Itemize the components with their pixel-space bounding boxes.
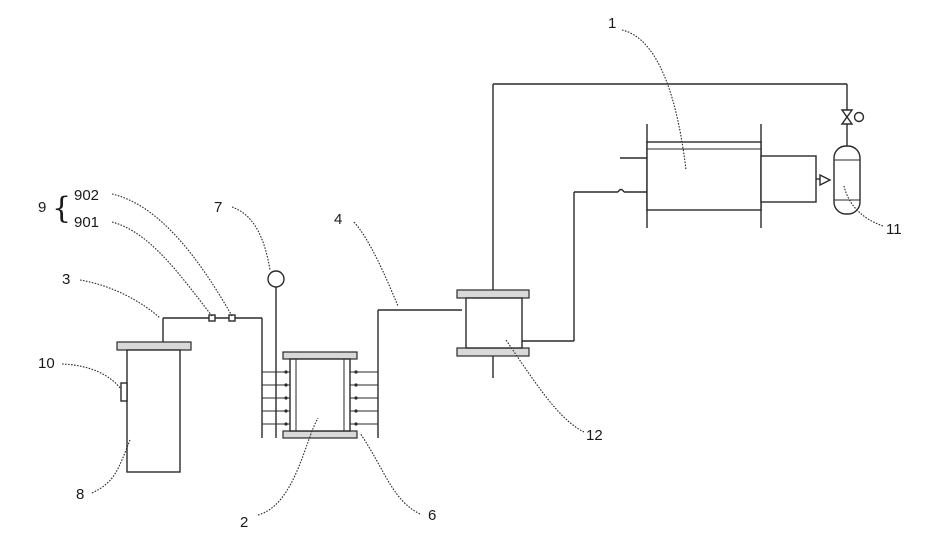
label-12: 12 <box>586 427 603 444</box>
leader-8 <box>92 440 130 493</box>
tank-8-body <box>127 350 180 472</box>
tank-8-lid <box>117 342 191 350</box>
label-11: 11 <box>886 221 902 238</box>
label-3: 3 <box>62 271 70 288</box>
unit-1-extension <box>761 156 816 202</box>
leader-7 <box>232 207 270 270</box>
label-9: 9 <box>38 199 46 216</box>
label-1: 1 <box>608 15 616 32</box>
unit-1-body <box>647 142 761 210</box>
label-4: 4 <box>334 211 342 228</box>
label-6: 6 <box>428 507 436 524</box>
brace-9: { <box>52 191 71 226</box>
unit-12-body <box>466 298 522 348</box>
label-7: 7 <box>214 199 222 216</box>
leader-4 <box>354 222 398 306</box>
unit-1 <box>620 124 820 228</box>
vessel-2-top-flange <box>283 352 357 359</box>
tank-8 <box>117 342 191 472</box>
label-10: 10 <box>38 355 55 372</box>
vessel-2-body <box>290 359 350 431</box>
leader-6 <box>360 433 420 514</box>
label-8: 8 <box>76 486 84 503</box>
leader-10 <box>62 364 121 389</box>
label-2: 2 <box>240 514 248 531</box>
separator-11-body <box>834 146 860 214</box>
unit-12-bottom-flange <box>457 348 529 356</box>
unit-12-top-flange <box>457 290 529 298</box>
jacket-6 <box>350 310 378 438</box>
unit-12 <box>457 84 529 378</box>
separator-11 <box>820 146 860 214</box>
label-901: 901 <box>74 214 99 231</box>
leader-3 <box>80 280 160 318</box>
pipe-12-to-1 <box>522 190 647 342</box>
leader-901 <box>112 222 212 316</box>
vessel-2 <box>283 352 357 438</box>
valve-11 <box>842 110 864 146</box>
vessel-2-bottom-flange <box>283 431 357 438</box>
gauge-7-dial <box>268 271 284 287</box>
gauge-7 <box>268 271 284 438</box>
side-port-10 <box>121 383 127 401</box>
label-902: 902 <box>74 187 99 204</box>
